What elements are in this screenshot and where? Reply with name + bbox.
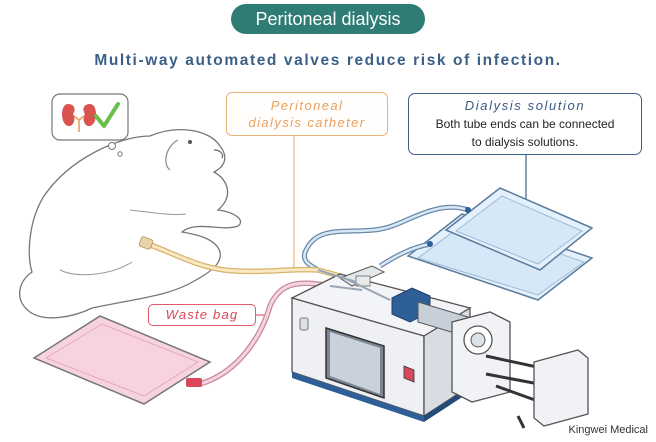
waste-bag-label: Waste bag <box>148 304 256 326</box>
manifold-tubes <box>317 269 391 301</box>
waste-connector <box>186 378 202 387</box>
tube-connector <box>427 241 433 247</box>
solution-title: Dialysis solution <box>464 98 586 113</box>
dialysis-machine <box>290 265 589 429</box>
catheter-label-line-1: Peritoneal <box>270 98 344 113</box>
solution-tube-upper-inner <box>303 206 469 272</box>
solution-text-line-2: to dialysis solutions. <box>471 135 579 149</box>
dialysis-solution-bags <box>406 187 594 301</box>
dialysis-solution-callout: Dialysis solution Both tube ends can be … <box>408 93 642 155</box>
waste-bag-illustration <box>32 315 212 405</box>
page-title: Peritoneal dialysis <box>231 4 425 34</box>
catheter-label: Peritoneal dialysis catheter <box>226 92 388 136</box>
waste-tube-inner <box>199 281 331 386</box>
health-bubble <box>51 93 129 157</box>
page-subtitle: Multi-way automated valves reduce risk o… <box>94 52 562 69</box>
kidney-icon <box>62 104 96 132</box>
catheter-label-line-2: dialysis catheter <box>248 115 366 130</box>
solution-tube-lower-inner <box>379 242 431 268</box>
solution-text-line-1: Both tube ends can be connected <box>435 117 615 131</box>
watermark: Kingwei Medical <box>568 424 648 436</box>
check-icon <box>94 102 120 128</box>
catheter-tube-inner <box>147 242 341 278</box>
tube-connector <box>465 207 471 213</box>
dog-illustration <box>19 129 242 319</box>
